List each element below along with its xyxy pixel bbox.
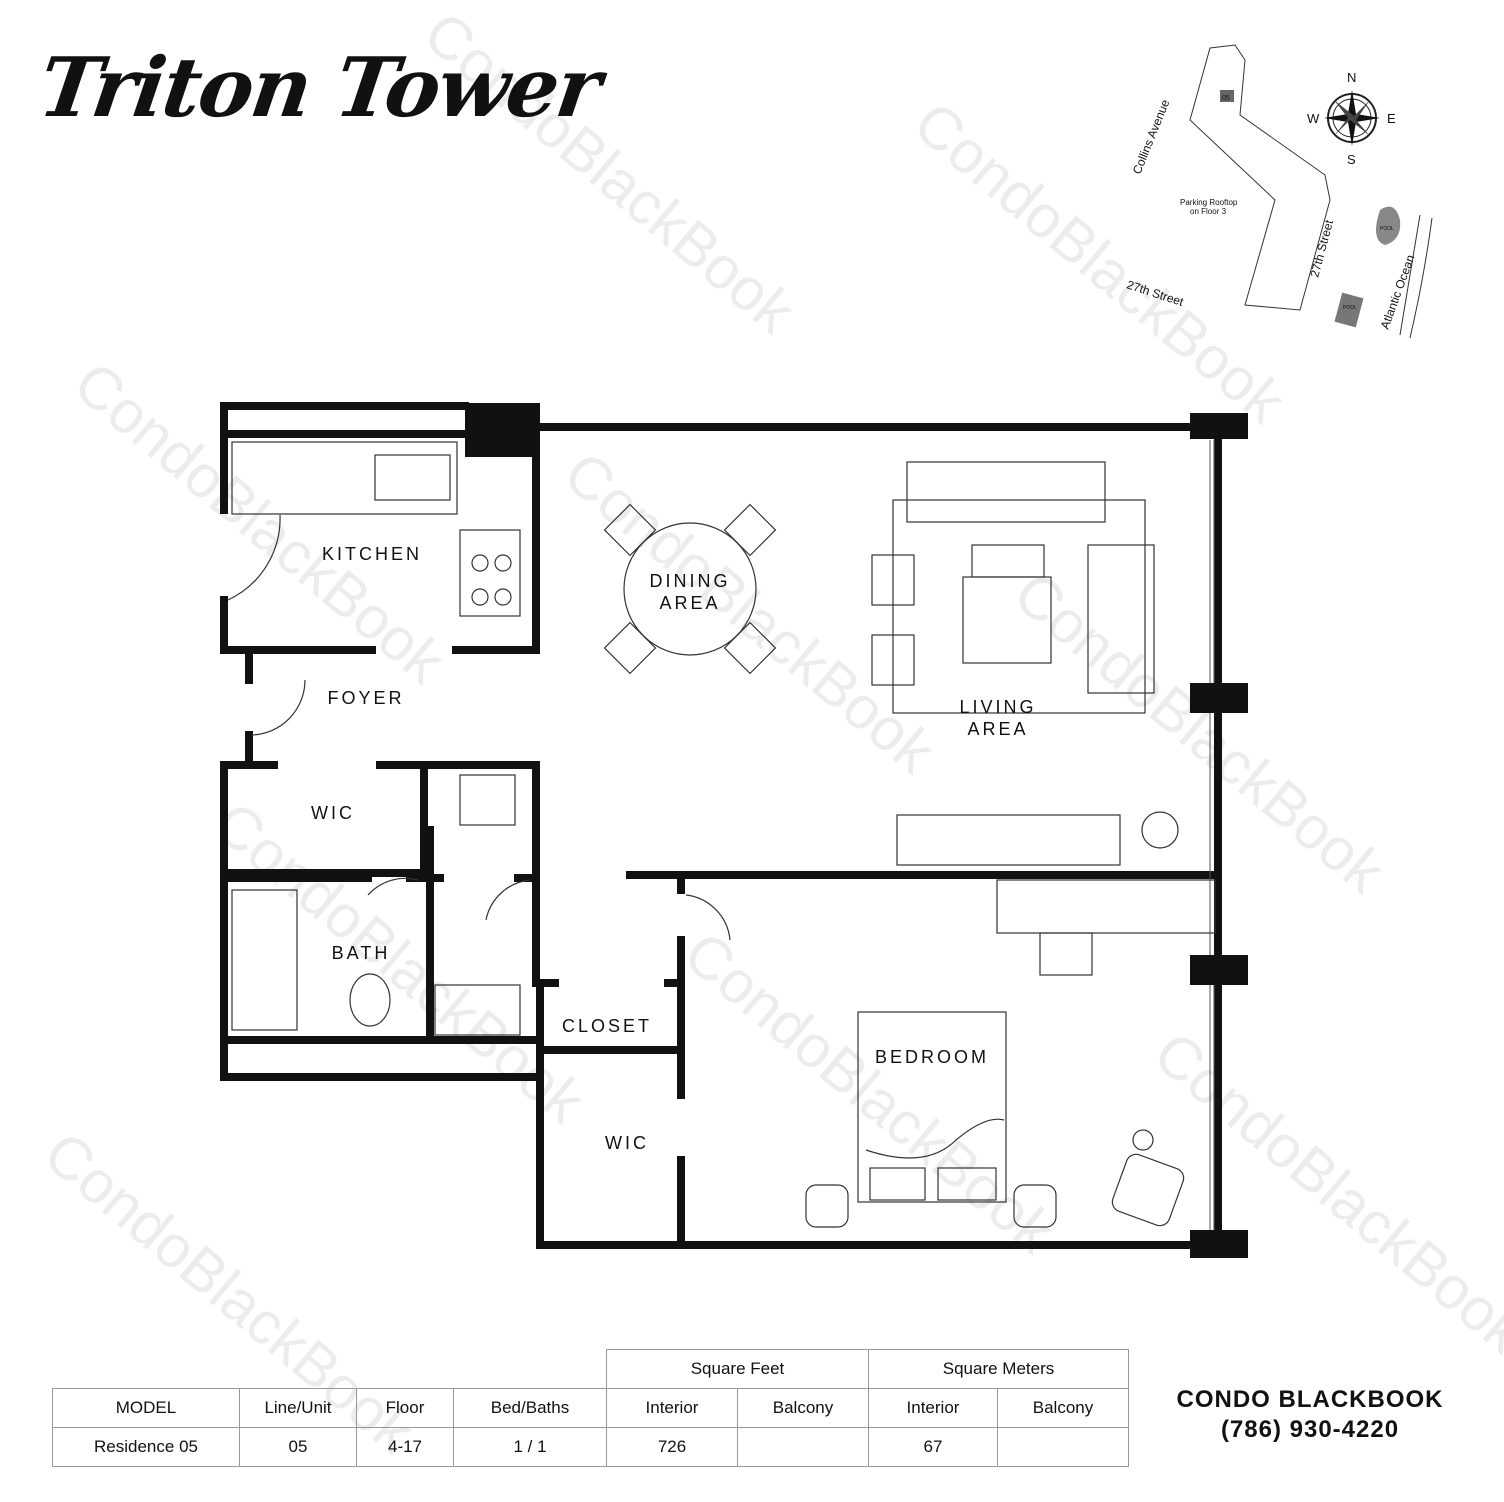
brand-phone: (786) 930-4220: [1220, 1416, 1400, 1443]
brand-name-b: BLACKBOOK: [1278, 1386, 1444, 1413]
watermark: CondoBlackBook: [552, 439, 948, 787]
compass-w: W: [1307, 111, 1320, 126]
windows: [1209, 440, 1215, 1230]
room-label-dining: DINING: [650, 571, 731, 591]
col-header: Floor: [356, 1388, 454, 1428]
cell-model: Residence 05: [52, 1427, 240, 1467]
armchair: [871, 554, 915, 606]
pillow: [869, 1167, 926, 1201]
parking-label: Parking Rooftop: [1180, 198, 1238, 207]
furniture: [227, 441, 1216, 1228]
col-header: MODEL: [52, 1388, 240, 1428]
watermark: CondoBlackBook: [672, 919, 1068, 1267]
bathtub: [231, 889, 298, 1031]
parking-label: on Floor 3: [1190, 207, 1227, 216]
pool-2: [1334, 292, 1364, 328]
unit-info-table: Square Feet Square Meters MODEL Line/Uni…: [52, 1349, 1129, 1467]
watermark: CondoBlackBook: [1142, 1019, 1504, 1367]
kitchen-counter: [231, 441, 458, 515]
street-label: 27th Street: [1307, 218, 1336, 279]
room-label-closet: CLOSET: [562, 1016, 652, 1036]
room-label-foyer: FOYER: [327, 688, 404, 708]
room-label-kitchen: KITCHEN: [322, 544, 422, 564]
stove-icon: [459, 529, 521, 617]
cell-sqft-balcony: [737, 1427, 869, 1467]
tv-console: [896, 814, 1121, 866]
lounge-chair: [1111, 1153, 1185, 1227]
bed: [857, 1011, 1007, 1203]
table-row: Residence 05 05 4-17 1 / 1 726 67: [52, 1427, 1129, 1467]
col-header: Interior: [868, 1388, 998, 1428]
room-label-living: AREA: [967, 719, 1028, 739]
door-swing: [251, 679, 306, 736]
street-label: Atlantic Ocean: [1378, 253, 1418, 331]
columns: [1190, 413, 1248, 1258]
nightstand: [805, 1184, 849, 1228]
site-map: 05 POOL POOL: [1189, 44, 1433, 339]
col-header: Bed/Baths: [453, 1388, 607, 1428]
watermark: CondoBlackBook: [902, 89, 1298, 437]
cell-sqm-balcony: [997, 1427, 1129, 1467]
sink-icon: [374, 454, 451, 501]
armchair: [871, 634, 915, 686]
desk-chair: [1039, 932, 1093, 976]
nightstand: [1013, 1184, 1057, 1228]
compass-e: E: [1387, 111, 1396, 126]
washer: [459, 774, 516, 826]
rug: [892, 499, 1146, 714]
header-square-meters: Square Meters: [868, 1349, 1129, 1389]
room-label-dining: AREA: [659, 593, 720, 613]
col-header: Line/Unit: [239, 1388, 357, 1428]
ottoman: [971, 544, 1045, 578]
watermark: CondoBlackBook: [62, 349, 458, 697]
door-swing: [367, 877, 731, 941]
street-label: Collins Avenue: [1130, 97, 1173, 176]
cell-bed-baths: 1 / 1: [453, 1427, 607, 1467]
plant-icon: [1141, 811, 1179, 849]
shoreline: [1399, 214, 1433, 339]
room-label-wic: WIC: [311, 803, 355, 823]
col-header: Interior: [606, 1388, 738, 1428]
watermark: CondoBlackBook: [1002, 559, 1398, 907]
cell-sqm-interior: 67: [868, 1427, 998, 1467]
chair: [603, 621, 657, 675]
pool-label: POOL: [1380, 226, 1394, 232]
chair: [723, 621, 777, 675]
dining-table: [623, 522, 757, 656]
highlighted-unit-label: 05: [1222, 95, 1230, 102]
toilet: [349, 973, 391, 1027]
pool-label: POOL: [1343, 305, 1357, 311]
vanity: [434, 984, 521, 1036]
sofa-2: [1087, 544, 1155, 694]
cell-floor: 4-17: [356, 1427, 454, 1467]
sofa: [906, 461, 1106, 523]
header-square-feet: Square Feet: [606, 1349, 869, 1389]
room-label-bedroom: BEDROOM: [875, 1047, 989, 1067]
pool-1: [1376, 206, 1401, 245]
compass-n: N: [1347, 70, 1356, 85]
walls: [220, 402, 1222, 1254]
chair: [723, 503, 777, 557]
desk: [996, 879, 1216, 934]
compass-s: S: [1347, 152, 1356, 167]
highlighted-unit: [1220, 90, 1234, 102]
cell-unit: 05: [239, 1427, 357, 1467]
compass-icon: [1324, 90, 1380, 146]
col-header: Balcony: [737, 1388, 869, 1428]
brand-name-a: CONDO: [1176, 1386, 1279, 1413]
door-swing: [227, 514, 281, 601]
room-label-living: LIVING: [959, 697, 1036, 717]
side-table: [1132, 1129, 1154, 1151]
chair: [603, 503, 657, 557]
brand-block: CONDO BLACKBOOK (786) 930-4220: [1130, 1385, 1490, 1445]
room-label-wic: WIC: [605, 1133, 649, 1153]
pillow: [937, 1167, 997, 1201]
watermark: CondoBlackBook: [412, 0, 808, 346]
col-header: Balcony: [997, 1388, 1129, 1428]
cell-sqft-interior: 726: [606, 1427, 738, 1467]
room-label-bath: BATH: [332, 943, 391, 963]
